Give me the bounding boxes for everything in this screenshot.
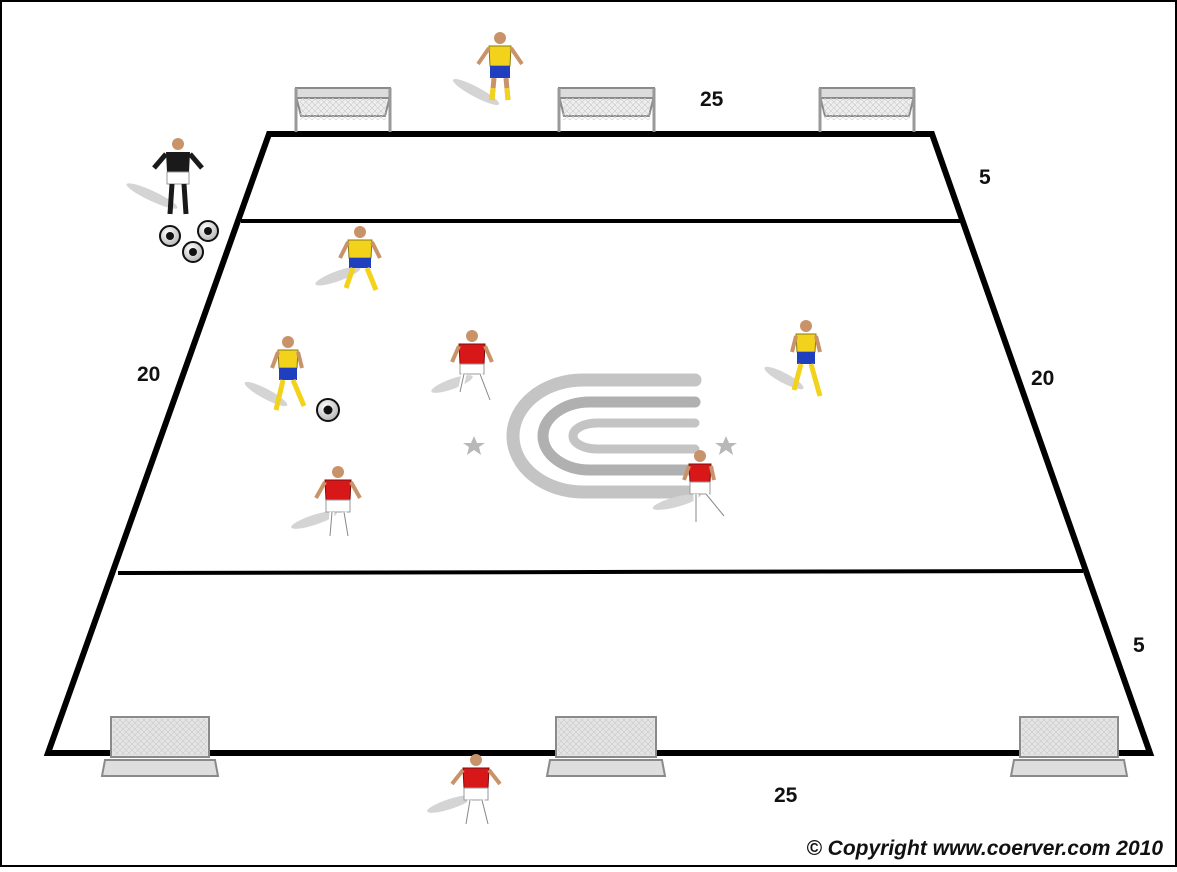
top-width-label: 25 (700, 88, 723, 112)
top-zone-depth-label: 5 (979, 166, 991, 190)
mini-goal-bottom-center (547, 717, 665, 776)
ball (317, 399, 339, 421)
right-length-label: 20 (1031, 367, 1054, 391)
bottom-width-label: 25 (774, 784, 797, 808)
bottom-zone-depth-label: 5 (1133, 634, 1145, 658)
mini-goal-bottom-right (1011, 717, 1127, 776)
left-length-label: 20 (137, 363, 160, 387)
bottom-zone-line (118, 571, 1083, 573)
copyright-notice: © Copyright www.coerver.com 2010 (806, 837, 1163, 861)
mini-goal-bottom-left (102, 717, 218, 776)
